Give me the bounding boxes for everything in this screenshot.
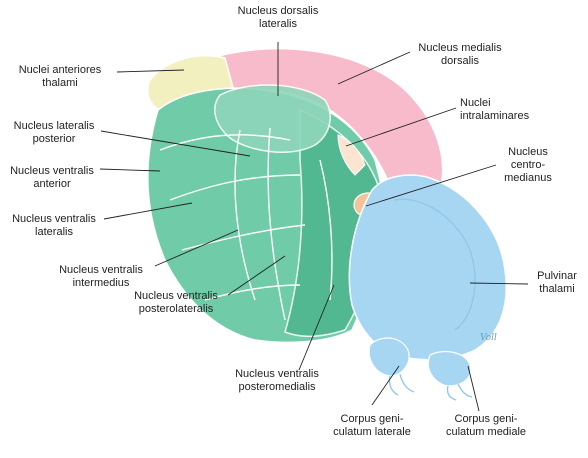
label-corpus-geniculatum-mediale: Corpus geni- culatum mediale [436, 413, 536, 439]
label-nucleus-ventralis-lateralis: Nucleus ventralis lateralis [4, 213, 104, 239]
label-nuclei-anteriores-thalami: Nuclei anteriores thalami [4, 64, 116, 90]
artist-signature: Voll [480, 333, 497, 343]
label-nucleus-medialis-dorsalis: Nucleus medialis dorsalis [410, 42, 510, 68]
label-nucleus-ventralis-posterolateralis: Nucleus ventralis posterolateralis [124, 290, 228, 316]
label-pulvinar-thalami: Pulvinar thalami [528, 270, 586, 296]
label-corpus-geniculatum-laterale: Corpus geni- culatum laterale [322, 413, 422, 439]
label-nucleus-ventralis-posteromedialis: Nucleus ventralis posteromedialis [224, 368, 330, 394]
corpus-geniculatum-mediale-region [428, 352, 470, 386]
corpus-geniculatum-laterale-region [369, 338, 409, 376]
label-nucleus-dorsalis-lateralis: Nucleus dorsalis lateralis [228, 5, 328, 31]
label-nucleus-centromedianus: Nucleus centro- medianus [498, 146, 558, 185]
label-nuclei-intralaminares: Nuclei intralaminares [460, 97, 560, 123]
label-nucleus-ventralis-anterior: Nucleus ventralis anterior [4, 165, 100, 191]
label-nucleus-ventralis-intermedius: Nucleus ventralis intermedius [51, 264, 151, 290]
label-nucleus-lateralis-posterior: Nucleus lateralis posterior [4, 120, 104, 146]
leader-geniculatum-mediale [468, 366, 479, 411]
